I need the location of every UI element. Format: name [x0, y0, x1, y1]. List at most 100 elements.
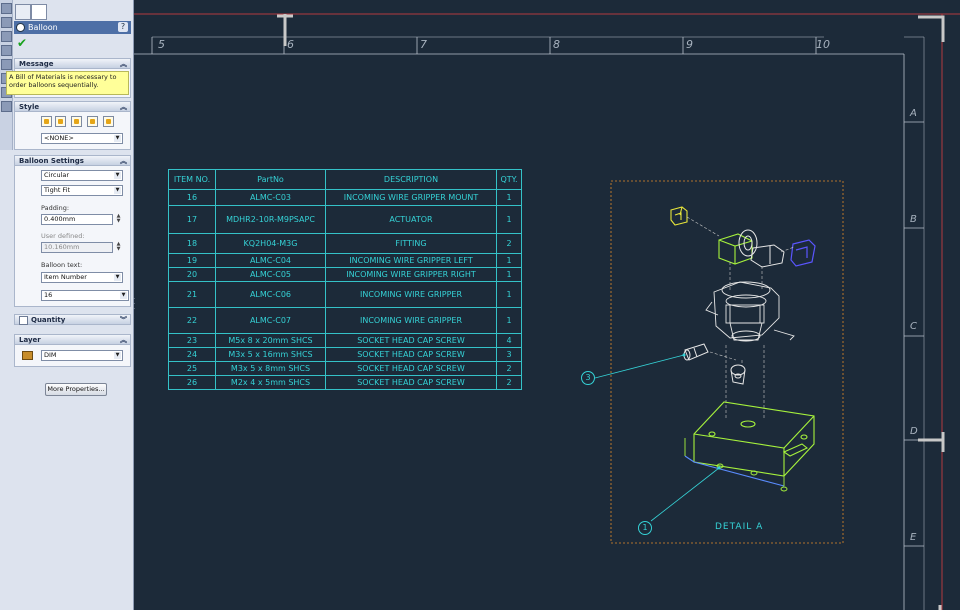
font-size-value: 16: [44, 291, 53, 299]
table-row[interactable]: 23 M5x 8 x 20mm SHCS SOCKET HEAD CAP SCR…: [168, 333, 522, 348]
message-text: A Bill of Materials is necessary to orde…: [6, 71, 129, 95]
balloon-text-select[interactable]: Item Number ▼: [41, 272, 123, 283]
chevron-down-icon: ▼: [114, 352, 121, 359]
quantity-group-header[interactable]: Quantity ︾: [14, 314, 131, 325]
collapse-icon: ︽: [120, 103, 127, 111]
layer-group-header[interactable]: Layer ︽: [14, 334, 131, 345]
style-load-icon[interactable]: [103, 116, 114, 127]
table-row[interactable]: 19 ALMC-C04 INCOMING WIRE GRIPPER LEFT 1: [168, 253, 522, 268]
table-row[interactable]: 22 ALMC-C07 INCOMING WIRE GRIPPER 1: [168, 307, 522, 334]
style-delete-icon[interactable]: [71, 116, 82, 127]
table-row[interactable]: 20 ALMC-C05 INCOMING WIRE GRIPPER RIGHT …: [168, 267, 522, 282]
ruler-number: 8: [553, 38, 560, 51]
style-save-icon[interactable]: [87, 116, 98, 127]
bom-desc: INCOMING WIRE GRIPPER: [325, 307, 497, 334]
padding-stepper[interactable]: ▲▼: [116, 213, 121, 224]
bom-part: ALMC-C07: [215, 307, 326, 334]
zone-letter: E: [910, 532, 917, 543]
table-row[interactable]: 18 KQ2H04-M3G FITTING 2: [168, 233, 522, 254]
bom-part: ALMC-C05: [215, 267, 326, 282]
bill-of-materials-table[interactable]: ITEM NO. PartNo DESCRIPTION QTY. 16 ALMC…: [168, 169, 522, 390]
zone-letter: D: [910, 426, 918, 437]
bom-desc: SOCKET HEAD CAP SCREW: [325, 347, 497, 362]
expand-icon: ︾: [120, 316, 127, 324]
tab-property-manager[interactable]: [31, 4, 47, 20]
bom-qty: 1: [496, 267, 522, 282]
layer-header-label: Layer: [19, 336, 41, 344]
bom-qty: 2: [496, 375, 522, 390]
balloon-annotation[interactable]: 3: [581, 371, 595, 385]
bom-qty: 2: [496, 361, 522, 376]
zone-letter: B: [910, 214, 917, 225]
zone-letter: C: [910, 321, 917, 332]
bom-part: M5x 8 x 20mm SHCS: [215, 333, 326, 348]
bom-desc: SOCKET HEAD CAP SCREW: [325, 375, 497, 390]
bom-item: 18: [168, 233, 216, 254]
bom-desc: INCOMING WIRE GRIPPER LEFT: [325, 253, 497, 268]
table-row[interactable]: 25 M3x 5 x 8mm SHCS SOCKET HEAD CAP SCRE…: [168, 361, 522, 376]
bom-item: 26: [168, 375, 216, 390]
property-manager-panel: Balloon ? ✔ Message ︽ A Bill of Material…: [0, 0, 134, 610]
tree-icon[interactable]: [1, 3, 12, 14]
bom-part: KQ2H04-M3G: [215, 233, 326, 254]
padding-field[interactable]: 0.400mm: [41, 214, 113, 225]
zone-letter: A: [910, 108, 917, 119]
balloon-fit-select[interactable]: Tight Fit ▼: [41, 185, 123, 196]
bom-item: 23: [168, 333, 216, 348]
tab-feature-tree[interactable]: [15, 4, 31, 20]
table-row[interactable]: 24 M3x 5 x 16mm SHCS SOCKET HEAD CAP SCR…: [168, 347, 522, 362]
table-row[interactable]: 26 M2x 4 x 5mm SHCS SOCKET HEAD CAP SCRE…: [168, 375, 522, 390]
drawing-sheet[interactable]: 5 6 7 8 9 10 A B C D E ITEM NO. PartNo D…: [134, 0, 960, 610]
sheet-icon[interactable]: [1, 59, 12, 70]
style-select-value: <NONE>: [44, 134, 74, 142]
collapse-icon: ︽: [120, 336, 127, 344]
padding-label: Padding:: [41, 204, 70, 212]
style-add-icon[interactable]: [55, 116, 66, 127]
balloon-text-value: Item Number: [44, 273, 87, 281]
style-select[interactable]: <NONE> ▼: [41, 133, 123, 144]
detail-view-label[interactable]: DETAIL A: [715, 522, 764, 532]
ok-check-button[interactable]: ✔: [17, 36, 28, 50]
chevron-down-icon: ▼: [114, 172, 121, 179]
panel-splitter-handle[interactable]: ···: [133, 295, 136, 313]
style-default-icon[interactable]: [41, 116, 52, 127]
message-group-header[interactable]: Message ︽: [14, 58, 131, 69]
table-row[interactable]: 21 ALMC-C06 INCOMING WIRE GRIPPER 1: [168, 281, 522, 308]
bom-desc: INCOMING WIRE GRIPPER: [325, 281, 497, 308]
quantity-checkbox[interactable]: [19, 316, 28, 325]
bom-part: M2x 4 x 5mm SHCS: [215, 375, 326, 390]
bom-col-qty: QTY.: [496, 169, 522, 190]
bom-qty: 1: [496, 253, 522, 268]
ruler-number: 9: [686, 38, 693, 51]
table-row[interactable]: 17 MDHR2-10R-M9PSAPC ACTUATOR 1: [168, 205, 522, 234]
balloon-shape-select[interactable]: Circular ▼: [41, 170, 123, 181]
help-button[interactable]: ?: [118, 22, 128, 32]
bom-part: M3x 5 x 8mm SHCS: [215, 361, 326, 376]
config-icon[interactable]: [1, 31, 12, 42]
balloon-icon: [16, 23, 25, 32]
style-group-header[interactable]: Style ︽: [14, 101, 131, 112]
balloon-settings-group-header[interactable]: Balloon Settings ︽: [14, 155, 131, 166]
ruler-number: 7: [420, 38, 427, 51]
bom-item: 21: [168, 281, 216, 308]
bom-qty: 2: [496, 233, 522, 254]
note-icon[interactable]: [1, 101, 12, 112]
chevron-down-icon: ▼: [120, 292, 127, 299]
font-size-select[interactable]: 16 ▼: [41, 290, 129, 301]
property-icon[interactable]: [1, 17, 12, 28]
chevron-down-icon: ▼: [114, 274, 121, 281]
bom-item: 20: [168, 267, 216, 282]
page-title: Balloon: [28, 23, 58, 32]
bom-item: 22: [168, 307, 216, 334]
balloon-annotation[interactable]: 1: [638, 521, 652, 535]
bom-qty: 1: [496, 281, 522, 308]
table-row[interactable]: 16 ALMC-C03 INCOMING WIRE GRIPPER MOUNT …: [168, 189, 522, 206]
sheet-graphics: [134, 13, 960, 610]
layer-select[interactable]: DIM ▼: [41, 350, 123, 361]
style-header-label: Style: [19, 103, 40, 111]
bom-qty: 4: [496, 333, 522, 348]
ruler-number: 10: [816, 38, 830, 51]
more-properties-button[interactable]: More Properties...: [45, 383, 107, 396]
balloon-shape-value: Circular: [44, 171, 70, 179]
layer-icon[interactable]: [1, 45, 12, 56]
